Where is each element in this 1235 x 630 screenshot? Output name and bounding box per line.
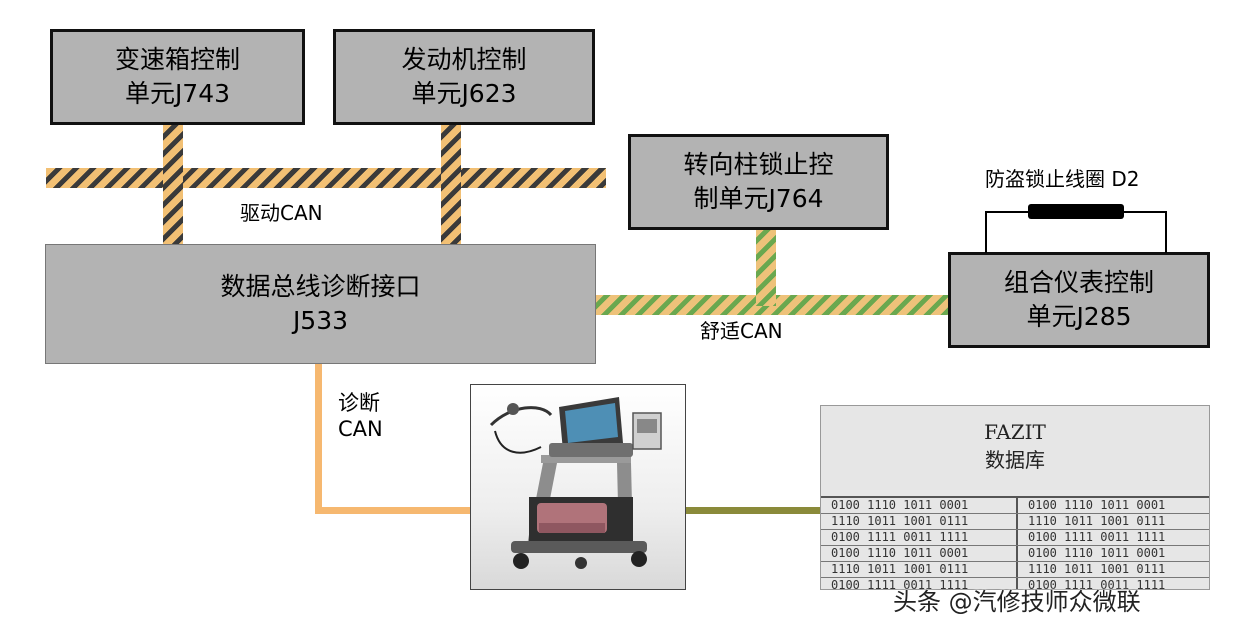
engine-unit-line2: 单元J623: [411, 79, 517, 108]
fazit-cell: 1110 1011 1001 0111: [1016, 514, 1209, 529]
diag-can-line-vertical: [315, 364, 322, 514]
fazit-cell: 0100 1111 0011 1111: [1016, 530, 1209, 545]
instrument-unit-line2: 单元J285: [1026, 302, 1132, 331]
fazit-cell: 0100 1110 1011 0001: [1016, 546, 1209, 561]
instrument-cluster-control-unit: 组合仪表控制 单元J285: [948, 252, 1210, 348]
fazit-title-line2: 数据库: [985, 448, 1045, 472]
fazit-cell: 1110 1011 1001 0111: [831, 514, 969, 528]
drive-can-bus: [46, 168, 606, 188]
gateway-line2: J533: [292, 306, 349, 335]
fazit-cell: 0100 1111 0011 1111: [831, 578, 969, 590]
gateway-diagnostic-interface: 数据总线诊断接口 J533: [45, 244, 596, 364]
steering-lock-unit-line1: 转向柱锁止控: [683, 150, 834, 179]
fazit-row: 1110 1011 1001 0111 1110 1011 1001 0111: [821, 562, 1209, 578]
gearbox-drop-line: [163, 124, 183, 246]
fazit-cell: 0100 1110 1011 0001: [831, 498, 969, 512]
fazit-title: FAZIT 数据库: [821, 418, 1209, 474]
diag-can-label-line2: CAN: [338, 417, 383, 441]
fazit-cell: 0100 1110 1011 0001: [831, 546, 969, 560]
gearbox-unit-line2: 单元J743: [124, 79, 231, 108]
gateway-line1: 数据总线诊断接口: [220, 272, 421, 301]
coil-wire-right: [1165, 211, 1167, 253]
coil-wire-left: [985, 211, 987, 253]
fazit-cell: 1110 1011 1001 0111: [831, 562, 969, 576]
fazit-row: 0100 1111 0011 1111 0100 1111 0011 1111: [821, 530, 1209, 546]
fazit-row: 1110 1011 1001 0111 1110 1011 1001 0111: [821, 514, 1209, 530]
engine-control-unit: 发动机控制 单元J623: [333, 29, 595, 125]
immobilizer-coil-label: 防盗锁止线圈 D2: [985, 167, 1140, 191]
fazit-row: 0100 1110 1011 0001 0100 1110 1011 0001: [821, 546, 1209, 562]
database-link-line: [686, 507, 820, 514]
diagnostic-tester-icon: [489, 397, 662, 569]
diag-can-label-line1: 诊断: [338, 391, 380, 415]
fazit-row: 0100 1111 0011 1111 0100 1111 0011 1111: [821, 578, 1209, 590]
fazit-title-line1: FAZIT: [984, 420, 1046, 444]
watermark-text: 头条 @汽修技师众微联: [893, 588, 1141, 616]
drive-can-label: 驱动CAN: [240, 201, 323, 225]
instrument-unit-line1: 组合仪表控制: [1003, 268, 1154, 297]
comfort-can-label: 舒适CAN: [700, 319, 783, 343]
fazit-cell: 0100 1111 0011 1111: [831, 530, 969, 544]
fazit-cell: 0100 1111 0011 1111: [1016, 578, 1209, 589]
engine-unit-line1: 发动机控制: [401, 45, 527, 74]
diag-can-line-horizontal: [315, 507, 471, 514]
fazit-row: 0100 1110 1011 0001 0100 1110 1011 0001: [821, 498, 1209, 514]
steering-lock-control-unit: 转向柱锁止控 制单元J764: [628, 134, 889, 230]
fazit-cell: 1110 1011 1001 0111: [1016, 562, 1209, 577]
immobilizer-coil-icon: [1028, 204, 1124, 219]
diagnostic-tester-photo: [470, 384, 686, 590]
gearbox-unit-line1: 变速箱控制: [114, 45, 240, 74]
steering-lock-drop-line: [756, 228, 776, 306]
gearbox-control-unit: 变速箱控制 单元J743: [50, 29, 305, 125]
fazit-cell: 0100 1110 1011 0001: [1016, 498, 1209, 513]
engine-drop-line: [441, 124, 461, 246]
diag-can-label: 诊断 CAN: [338, 390, 383, 442]
steering-lock-unit-line2: 制单元J764: [693, 184, 824, 213]
